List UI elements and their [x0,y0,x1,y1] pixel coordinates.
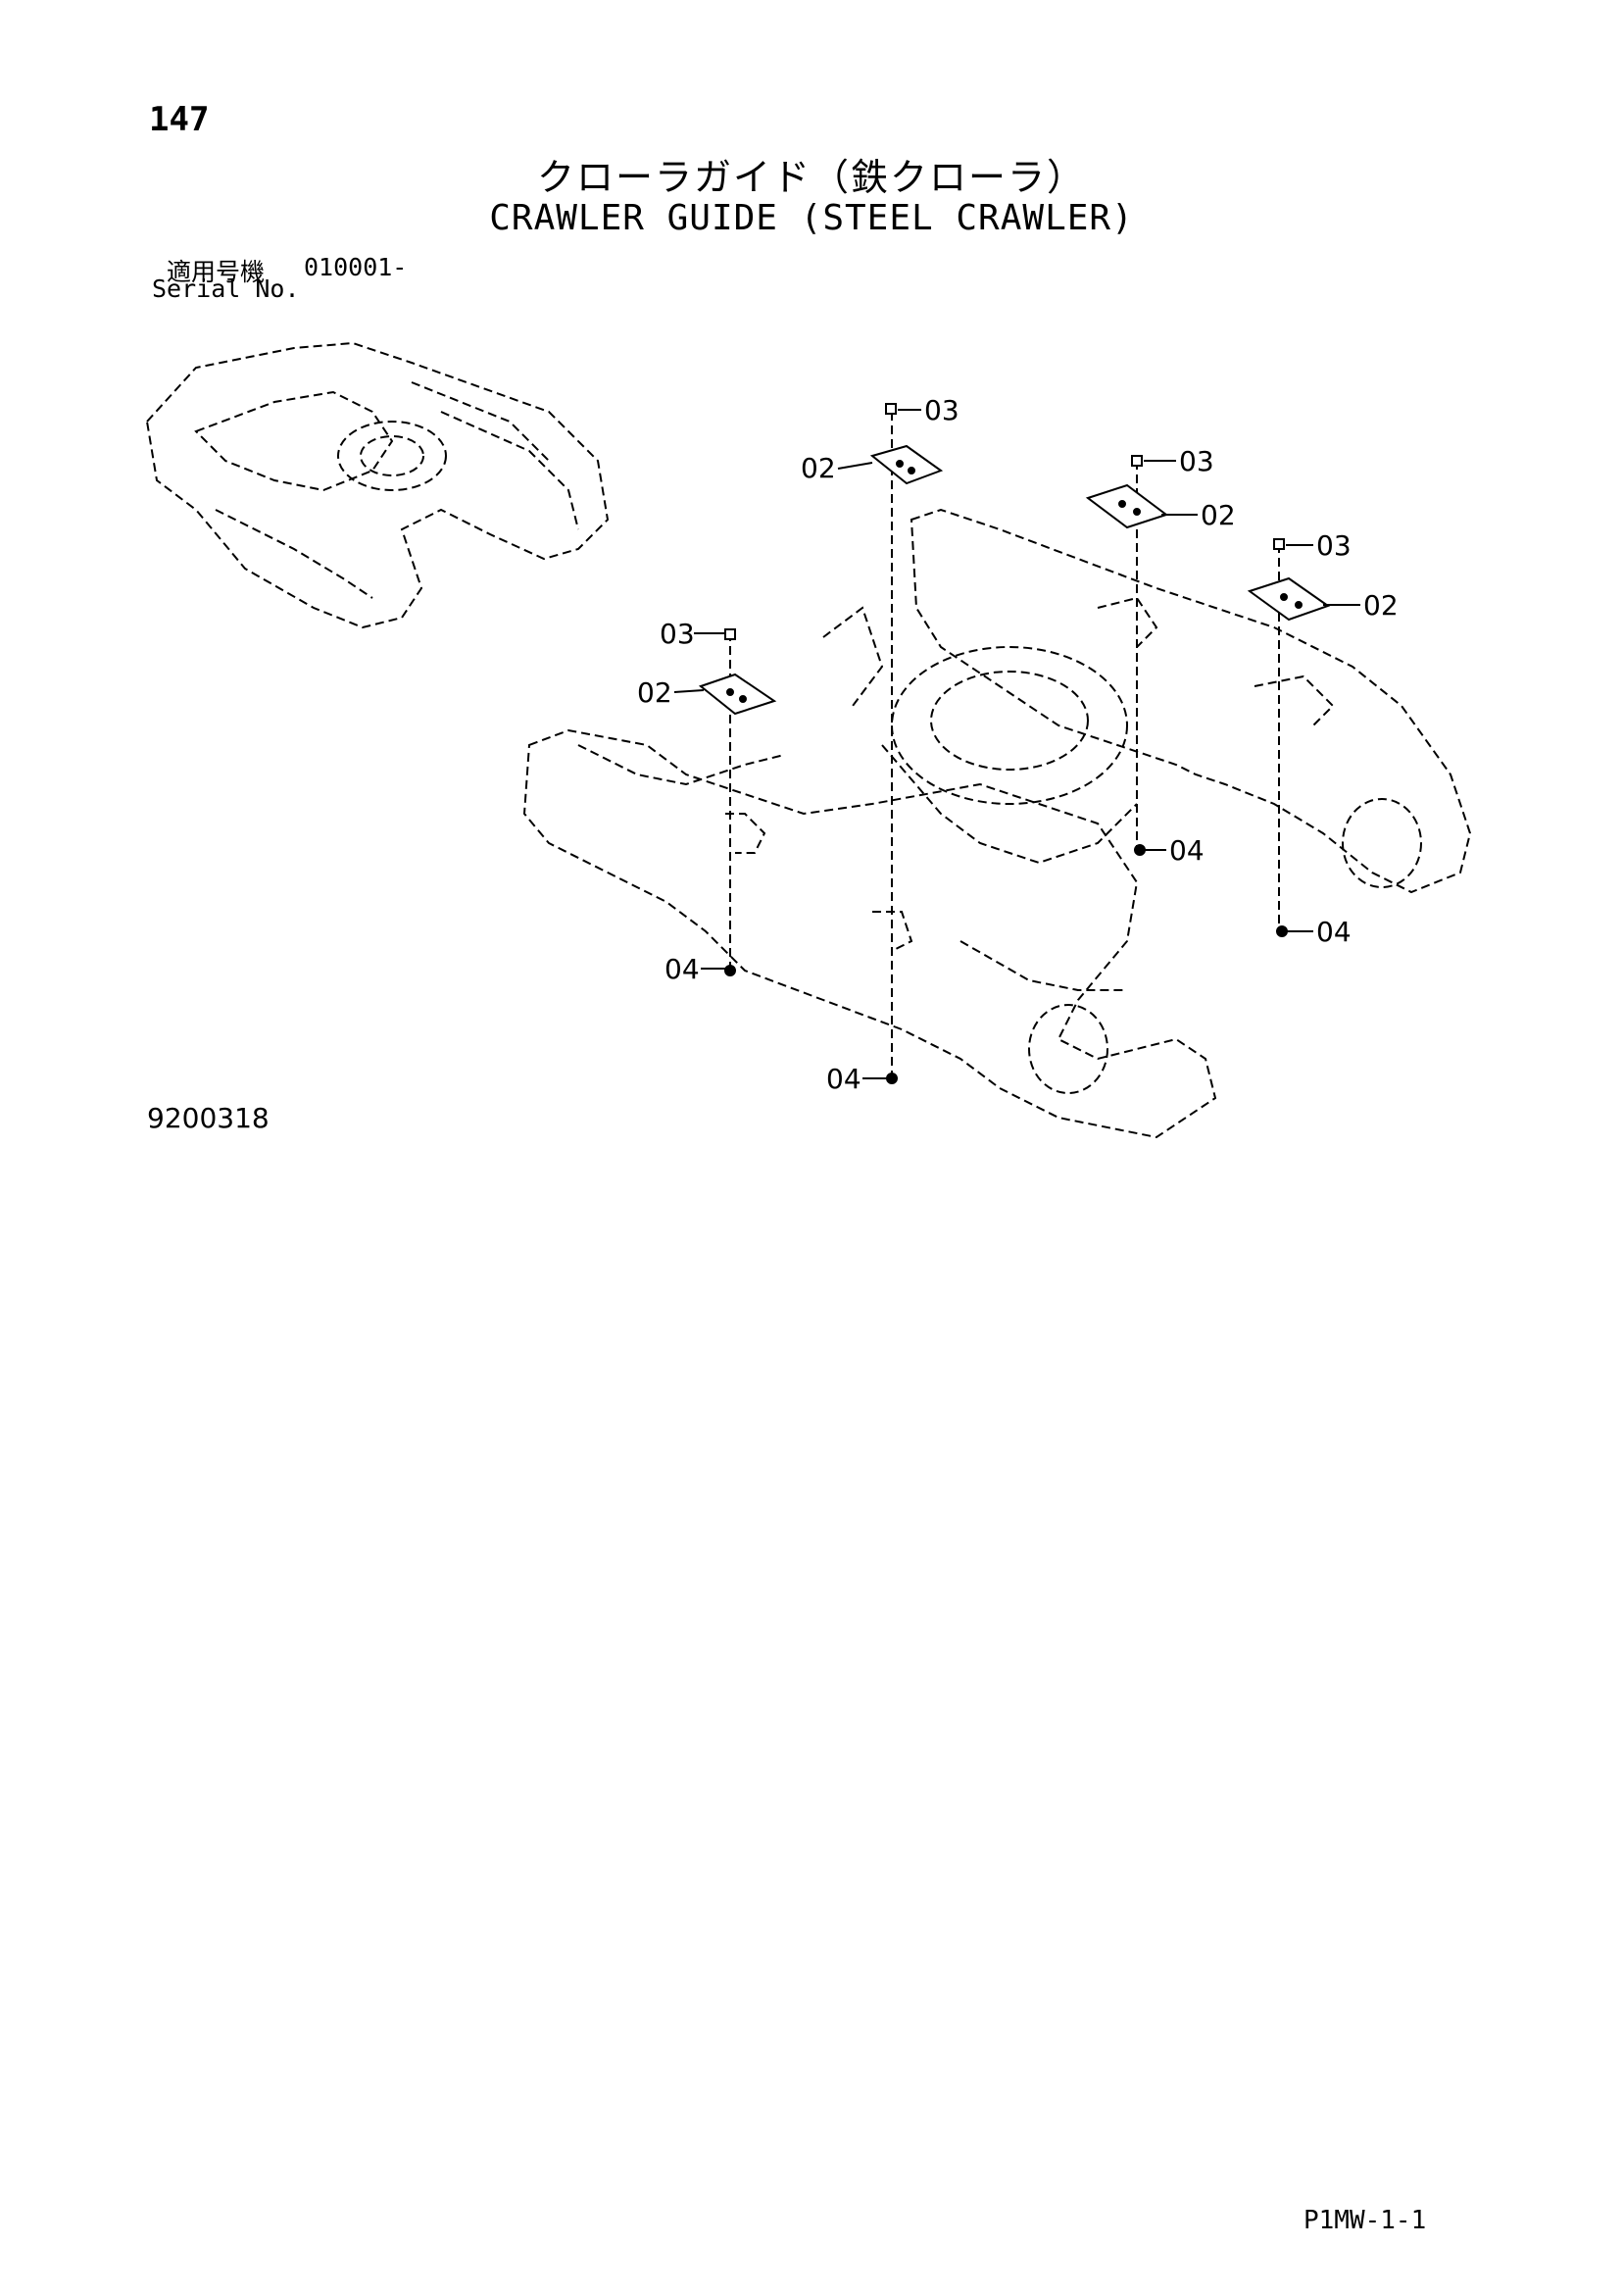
callout-04: 04 [664,953,700,985]
callout-02: 02 [801,452,836,484]
guide-plate-a [869,444,944,485]
page-code: P1MW-1-1 [1303,2206,1427,2235]
callout-03: 03 [924,394,959,426]
callout-03: 03 [1179,445,1214,477]
page-number: 147 [149,100,210,139]
bolt-icon [1131,455,1143,467]
callout-04: 04 [826,1063,861,1095]
callout-02: 02 [637,676,672,709]
guide-plate-d [698,673,777,716]
nut-icon [886,1073,898,1084]
callout-03: 03 [660,618,695,650]
guide-plate-b [1085,483,1169,529]
page-title-japanese: クローラガイド（鉄クローラ） [536,156,1086,199]
bolt-icon [724,628,736,640]
callout-03: 03 [1316,529,1352,562]
callout-04: 04 [1169,834,1205,867]
nut-icon [724,965,736,976]
page-title-english: CRAWLER GUIDE (STEEL CRAWLER) [489,198,1134,238]
serial-value: 010001- [304,253,408,281]
callout-02: 02 [1363,589,1399,622]
serial-label-english: Serial No. [152,275,300,303]
track-frame [522,508,1472,1139]
leader-lines [729,412,1280,1078]
drawing-number: 9200318 [147,1102,270,1134]
callout-04: 04 [1316,916,1352,948]
bolt-icon [885,403,897,415]
callout-02: 02 [1201,499,1236,531]
overview-thumbnail [145,341,610,629]
guide-plate-c [1247,576,1331,622]
bolt-icon [1273,538,1285,550]
serial-label-japanese: 適用号機 [167,258,266,286]
